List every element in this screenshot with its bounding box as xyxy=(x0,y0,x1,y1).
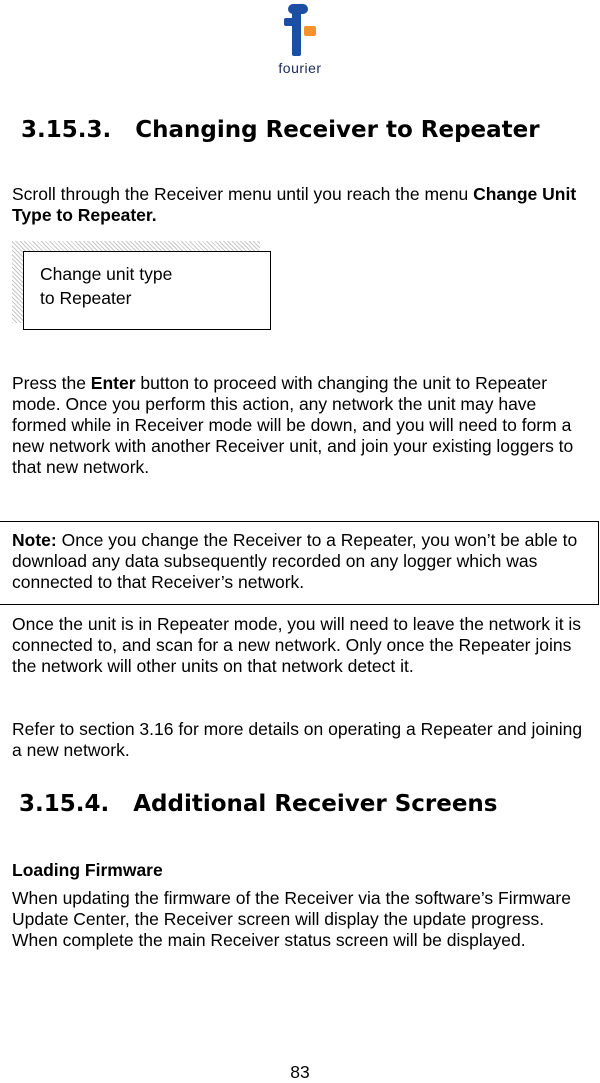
refer-paragraph: Refer to section 3.16 for more details o… xyxy=(12,719,583,760)
intro-text: Scroll through the Receiver menu until y… xyxy=(12,184,474,204)
receiver-screen-text: Change unit type to Repeater xyxy=(40,262,172,310)
page-number: 83 xyxy=(290,1062,310,1082)
note-text: Once you change the Receiver to a Repeat… xyxy=(12,530,578,592)
repeater-mode-paragraph: Once the unit is in Repeater mode, you w… xyxy=(12,614,582,676)
enter-paragraph: Press the Enter button to proceed with c… xyxy=(12,373,587,478)
receiver-screen xyxy=(23,251,271,330)
note-box xyxy=(0,521,599,605)
section-heading-changing-receiver: 3.15.3. Changing Receiver to Repeater xyxy=(21,117,540,143)
subheading-text: Loading Firmware xyxy=(12,860,163,880)
subheading-loading-firmware: Loading Firmware xyxy=(12,860,163,881)
screen-line-1: Change unit type xyxy=(40,264,173,284)
firmware-paragraph: When updating the firmware of the Receiv… xyxy=(12,888,571,950)
fourier-logo-icon xyxy=(284,4,316,56)
note-paragraph: Note: Once you change the Receiver to a … xyxy=(12,530,598,593)
fourier-logo xyxy=(270,0,330,80)
intro-paragraph: Scroll through the Receiver menu until y… xyxy=(12,184,582,226)
para1-b: button to proceed with changing the unit… xyxy=(12,373,574,477)
screen-line-2: to Repeater xyxy=(40,288,132,308)
intro-bold-menu: Change Unit Type to Repeater. xyxy=(12,184,577,225)
para1-a: Press the xyxy=(12,373,91,393)
brand-name: fourier xyxy=(278,60,322,76)
section-heading-additional-screens: 3.15.4. Additional Receiver Screens xyxy=(19,791,498,817)
note-label: Note: xyxy=(12,530,57,550)
enter-key-label: Enter xyxy=(90,373,136,393)
